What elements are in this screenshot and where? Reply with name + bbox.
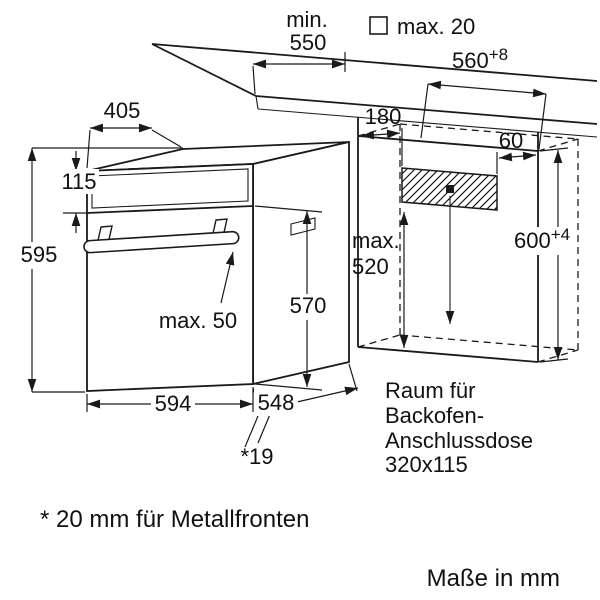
dim-label-niche-height: 600+4 <box>514 225 570 253</box>
dim-label-60: 60 <box>499 128 523 153</box>
label-backgrounds <box>17 169 569 417</box>
worktop-lines <box>151 43 598 138</box>
connection-note-line1: Raum für <box>385 378 475 403</box>
worktop-front-band <box>255 95 598 138</box>
dim-label-19: *19 <box>240 444 273 469</box>
units-note: Maße in mm <box>427 565 560 592</box>
door-handle-bar <box>83 230 240 254</box>
dim-label-595: 595 <box>21 242 58 267</box>
dim-label-594: 594 <box>155 391 192 416</box>
dim-label-520: 520 <box>352 254 389 279</box>
niche-width-tolerance: +8 <box>489 45 508 64</box>
worktop-top-edge <box>151 43 598 125</box>
dim-line-60 <box>498 151 537 162</box>
dim-label-max: max. <box>352 228 400 253</box>
dim-line-180 <box>360 129 401 140</box>
dim-label-548: 548 <box>258 390 295 415</box>
footnote-metal-fronts: * 20 mm für Metallfronten <box>40 506 309 533</box>
label-bg-600 <box>509 227 569 255</box>
annotation-texts: Raum für Backofen- Anschlussdose 320x115… <box>40 378 560 592</box>
dim-label-570: 570 <box>290 293 327 318</box>
oven-side-face <box>252 140 350 386</box>
oven-drawing <box>83 140 350 392</box>
label-bg-595 <box>17 242 61 269</box>
control-panel-inner-outline <box>91 168 249 209</box>
label-bg-115 <box>59 169 99 194</box>
dim-label-405: 405 <box>104 98 141 123</box>
label-bg-594 <box>151 391 195 417</box>
connection-note-line4: 320x115 <box>385 452 468 477</box>
worktop-symbol-square <box>369 16 388 35</box>
dim-line-560 <box>427 80 547 98</box>
dim-label-worktop-min: min. <box>286 7 328 32</box>
label-bg-570 <box>286 294 330 320</box>
connection-note-line2: Backofen- <box>385 403 484 428</box>
dim-label-worktop-550: 550 <box>290 30 327 55</box>
niche-height-tolerance: +4 <box>551 225 570 244</box>
connection-note-line3: Anschlussdose <box>385 428 533 453</box>
label-bg-548 <box>254 390 298 416</box>
dim-label-115: 115 <box>61 169 96 194</box>
dim-label-niche-width: 560+8 <box>452 45 508 73</box>
handle-depth-arrow <box>220 251 235 304</box>
niche-width-value: 560 <box>452 48 489 73</box>
dim-label-180: 180 <box>365 104 402 129</box>
dim-label-overhang-max20: max. 20 <box>397 14 475 39</box>
dim-label-max50: max. 50 <box>159 308 237 333</box>
control-panel-bottom-edge <box>86 205 254 214</box>
connection-point-marker <box>446 185 454 193</box>
dimension-labels: min. 550 max. 20 560+8 405 115 595 180 6… <box>21 7 570 469</box>
connection-box-zone <box>401 167 498 324</box>
niche-hidden-edges <box>357 123 579 363</box>
niche-height-value: 600 <box>514 228 551 253</box>
oven-front-face <box>86 163 254 392</box>
